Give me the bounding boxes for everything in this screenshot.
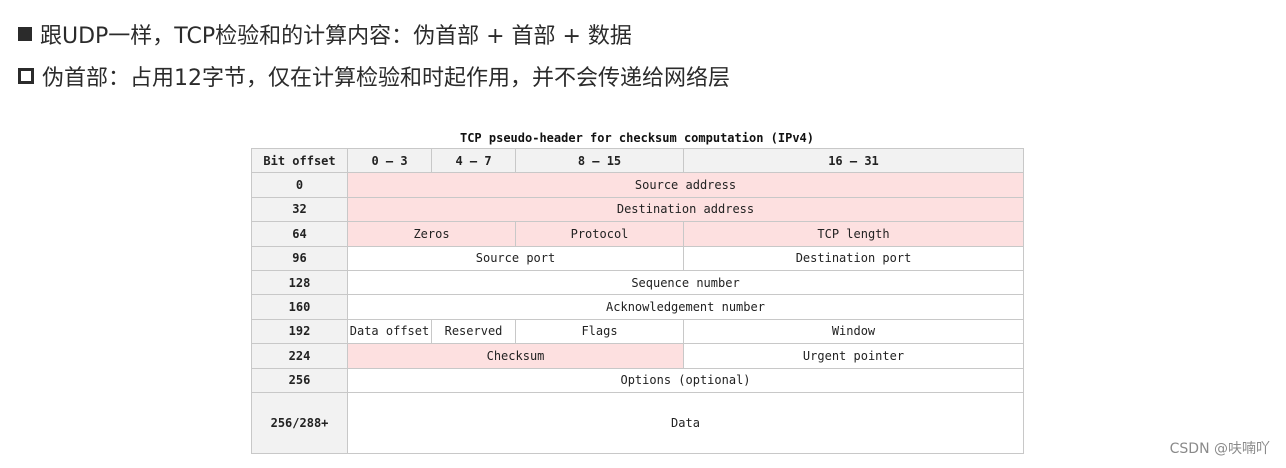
field-data-offset: Data offset [347, 318, 432, 345]
header-bits-16-31: 16 – 31 [683, 147, 1024, 174]
filled-square-icon [18, 27, 32, 41]
field-acknowledgement-number: Acknowledgement number [347, 294, 1024, 320]
header-bits-0-3: 0 – 3 [347, 147, 432, 174]
field-source-port: Source port [347, 245, 684, 271]
row-offset: 128 [251, 269, 348, 296]
row-offset: 256 [251, 367, 348, 393]
row-offset: 192 [251, 318, 348, 345]
pseudo-header-table-figure: TCP pseudo-header for checksum computati… [251, 128, 1024, 454]
field-protocol: Protocol [515, 221, 684, 247]
table-row: 256/288+ Data [251, 391, 1024, 454]
header-bits-4-7: 4 – 7 [431, 147, 516, 174]
table-header-row: Bit offset 0 – 3 4 – 7 8 – 15 16 – 31 [251, 147, 1024, 174]
field-flags: Flags [515, 318, 684, 345]
field-tcp-length: TCP length [683, 221, 1024, 247]
table-row: 64 Zeros Protocol TCP length [251, 221, 1024, 247]
header-bits-8-15: 8 – 15 [515, 147, 684, 174]
table-row: 224 Checksum Urgent pointer [251, 343, 1024, 369]
row-offset: 160 [251, 294, 348, 320]
table-row: 192 Data offset Reserved Flags Window [251, 318, 1024, 345]
row-offset: 256/288+ [251, 391, 348, 454]
field-zeros: Zeros [347, 221, 516, 247]
field-destination-address: Destination address [347, 196, 1024, 223]
field-sequence-number: Sequence number [347, 269, 1024, 296]
field-data: Data [347, 391, 1024, 454]
header-bit-offset: Bit offset [251, 147, 348, 174]
row-offset: 96 [251, 245, 348, 271]
field-destination-port: Destination port [683, 245, 1024, 271]
bullet-text-2: 伪首部：占用12字节，仅在计算检验和时起作用，并不会传递给网络层 [42, 66, 730, 91]
field-options: Options (optional) [347, 367, 1024, 393]
field-reserved: Reserved [431, 318, 516, 345]
row-offset: 0 [251, 172, 348, 198]
pseudo-header-table: Bit offset 0 – 3 4 – 7 8 – 15 16 – 31 0 … [251, 147, 1024, 454]
field-window: Window [683, 318, 1024, 345]
bullet-line-2: 伪首部：占用12字节，仅在计算检验和时起作用，并不会传递给网络层 [18, 60, 730, 92]
bullet-line-1: 跟UDP一样，TCP检验和的计算内容：伪首部 + 首部 + 数据 [18, 18, 632, 50]
row-offset: 32 [251, 196, 348, 223]
table-row: 96 Source port Destination port [251, 245, 1024, 271]
row-offset: 224 [251, 343, 348, 369]
table-row: 128 Sequence number [251, 269, 1024, 296]
table-row: 256 Options (optional) [251, 367, 1024, 393]
field-checksum: Checksum [347, 343, 684, 369]
field-urgent-pointer: Urgent pointer [683, 343, 1024, 369]
bullet-text-1: 跟UDP一样，TCP检验和的计算内容：伪首部 + 首部 + 数据 [40, 24, 632, 49]
hollow-square-icon [18, 68, 34, 84]
field-source-address: Source address [347, 172, 1024, 198]
row-offset: 64 [251, 221, 348, 247]
table-row: 160 Acknowledgement number [251, 294, 1024, 320]
table-caption: TCP pseudo-header for checksum computati… [459, 131, 814, 145]
csdn-watermark: CSDN @呋喃吖 [1169, 441, 1270, 457]
table-row: 32 Destination address [251, 196, 1024, 223]
table-row: 0 Source address [251, 172, 1024, 198]
